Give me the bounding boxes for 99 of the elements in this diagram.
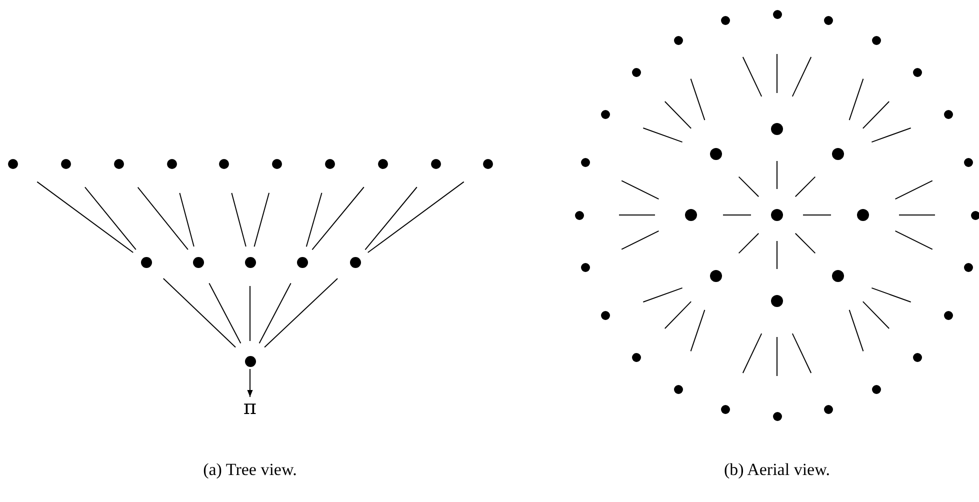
dot	[721, 404, 730, 414]
tree-edge	[894, 180, 933, 200]
dot	[772, 10, 782, 18]
tree-edge	[690, 78, 706, 121]
tree-edge	[642, 287, 683, 302]
dot	[710, 148, 722, 160]
tree-edge	[618, 214, 656, 216]
tree-edge	[642, 128, 683, 143]
dot	[685, 209, 697, 221]
dot	[350, 256, 360, 268]
tree-edge	[264, 278, 338, 348]
tree-edge	[84, 186, 136, 250]
tree-edge	[306, 192, 322, 248]
tree-edge	[742, 333, 762, 374]
tree-edge	[254, 192, 270, 248]
tree-edge	[871, 287, 912, 302]
dot	[912, 68, 922, 78]
tree-edge	[621, 230, 660, 250]
dot	[192, 256, 204, 268]
dot	[325, 159, 335, 169]
dot	[601, 110, 610, 119]
dot	[970, 210, 979, 220]
tree-edge	[848, 309, 864, 352]
dot	[632, 352, 642, 362]
dot	[824, 16, 833, 26]
dot	[771, 209, 783, 221]
arrow	[247, 368, 253, 398]
dot	[872, 384, 880, 394]
tree-edge	[776, 160, 778, 190]
dot	[8, 159, 18, 169]
dot	[61, 159, 71, 169]
tree-edge	[137, 186, 188, 250]
tree-edge	[367, 181, 464, 253]
tree-edge	[862, 101, 890, 129]
tree-edge	[776, 240, 778, 270]
tree-edge	[258, 282, 292, 344]
tree-edge	[208, 282, 242, 344]
dot	[601, 311, 610, 320]
dot	[272, 159, 282, 169]
tree-edge	[231, 192, 246, 248]
dot	[114, 159, 124, 169]
dot	[872, 36, 880, 46]
dot	[574, 210, 584, 220]
dot	[244, 256, 256, 268]
tree-edge	[312, 186, 364, 250]
tree-edge	[738, 232, 760, 254]
dot	[772, 412, 782, 420]
dot	[674, 36, 682, 46]
tree-edge	[792, 333, 812, 374]
dot	[832, 270, 844, 282]
tree-edge	[871, 128, 912, 143]
tree-edge	[862, 301, 890, 329]
tree-edge	[722, 214, 752, 216]
dot	[944, 311, 953, 320]
tree-edge	[179, 192, 194, 248]
tree-edge	[664, 301, 692, 329]
tree-edge	[36, 181, 134, 253]
dot	[771, 295, 783, 307]
tree-edge	[794, 176, 816, 198]
dot	[912, 352, 922, 362]
dot	[378, 159, 388, 169]
tree-edge	[364, 186, 418, 250]
dot	[721, 16, 730, 26]
tree-edge	[898, 214, 936, 216]
tree-edge	[776, 54, 778, 94]
dot	[167, 159, 177, 169]
tree-edge	[742, 56, 762, 97]
dot	[632, 68, 642, 78]
tree-edge	[894, 230, 933, 250]
dot	[857, 209, 869, 221]
tree-edge	[792, 56, 812, 97]
dot	[832, 148, 844, 160]
tree-edge	[664, 101, 692, 129]
dot	[219, 159, 229, 169]
dot	[964, 262, 973, 272]
tree-edge	[848, 78, 864, 121]
dot	[431, 159, 441, 169]
tree-edge	[738, 176, 760, 198]
tree-edge	[776, 336, 778, 376]
tree-edge	[794, 232, 816, 254]
dot	[944, 110, 953, 119]
tree-edge	[690, 309, 706, 352]
tree-edge	[802, 214, 832, 216]
dot	[710, 270, 722, 282]
dot	[244, 356, 256, 366]
output-symbol: π	[238, 397, 262, 417]
dot	[296, 256, 308, 268]
dot	[140, 256, 152, 268]
dot	[483, 159, 493, 169]
caption: (b) Aerial view.	[724, 460, 830, 480]
dot	[581, 158, 590, 168]
tree-edge	[621, 180, 660, 200]
dot	[674, 384, 682, 394]
tree-edge	[162, 278, 236, 348]
caption: (a) Tree view.	[203, 460, 297, 480]
dot	[824, 404, 833, 414]
dot	[581, 262, 590, 272]
dot	[964, 158, 973, 168]
dot	[771, 123, 783, 135]
